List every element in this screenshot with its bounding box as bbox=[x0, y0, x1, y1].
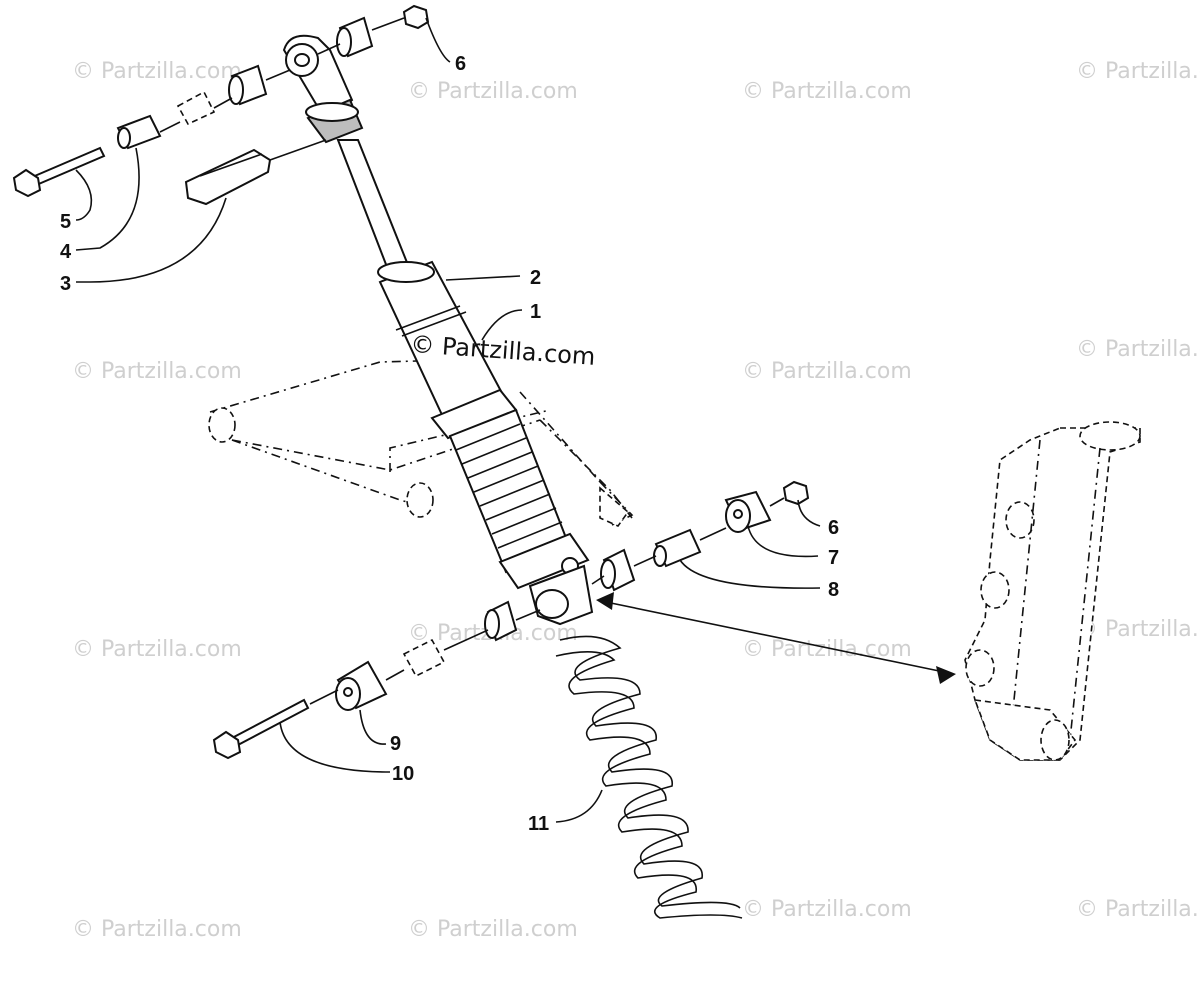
callout-5: 5 bbox=[60, 211, 71, 233]
coil-spring bbox=[555, 635, 743, 919]
callout-9: 9 bbox=[390, 733, 401, 755]
watermark: © Partzilla.com bbox=[1076, 59, 1200, 84]
callout-11: 11 bbox=[528, 813, 549, 835]
shock-absorber bbox=[282, 34, 594, 626]
callout-8: 8 bbox=[828, 579, 839, 601]
callout-6-upper: 6 bbox=[455, 53, 466, 75]
lower-hardware bbox=[212, 480, 810, 760]
leader-lines bbox=[75, 17, 821, 823]
watermark: © Partzilla.com bbox=[72, 59, 242, 84]
callout-10: 10 bbox=[392, 763, 414, 785]
watermark-grid: © Partzilla.com © Partzilla.com © Partzi… bbox=[72, 59, 1200, 942]
watermark: © Partzilla.com bbox=[72, 637, 242, 662]
watermark: © Partzilla.com bbox=[408, 79, 578, 104]
watermark: © Partzilla.com bbox=[742, 637, 912, 662]
callout-2: 2 bbox=[530, 267, 541, 289]
assembly-arrow bbox=[596, 592, 956, 684]
spindle-phantom bbox=[964, 421, 1141, 761]
watermark: © Partzilla.com bbox=[1076, 897, 1200, 922]
watermark: © Partzilla.com bbox=[72, 359, 242, 384]
a-arm-phantom bbox=[208, 359, 634, 527]
callout-7: 7 bbox=[828, 547, 839, 569]
watermark: © Partzilla.com bbox=[742, 79, 912, 104]
callout-6-lower: 6 bbox=[828, 517, 839, 539]
watermark: © Partzilla.com bbox=[742, 359, 912, 384]
callout-1: 1 bbox=[530, 301, 541, 323]
watermark: © Partzilla.com bbox=[1076, 337, 1200, 362]
upper-hardware bbox=[12, 4, 430, 206]
callout-4: 4 bbox=[60, 241, 72, 263]
watermark: © Partzilla.com bbox=[1076, 617, 1200, 642]
callout-3: 3 bbox=[60, 273, 71, 295]
shock-threads bbox=[455, 423, 563, 549]
watermark: © Partzilla.com bbox=[72, 917, 242, 942]
watermark: © Partzilla.com bbox=[408, 917, 578, 942]
callout-labels: 5 4 3 6 2 1 6 7 8 9 10 11 bbox=[60, 53, 839, 835]
watermark: © Partzilla.com bbox=[742, 897, 912, 922]
